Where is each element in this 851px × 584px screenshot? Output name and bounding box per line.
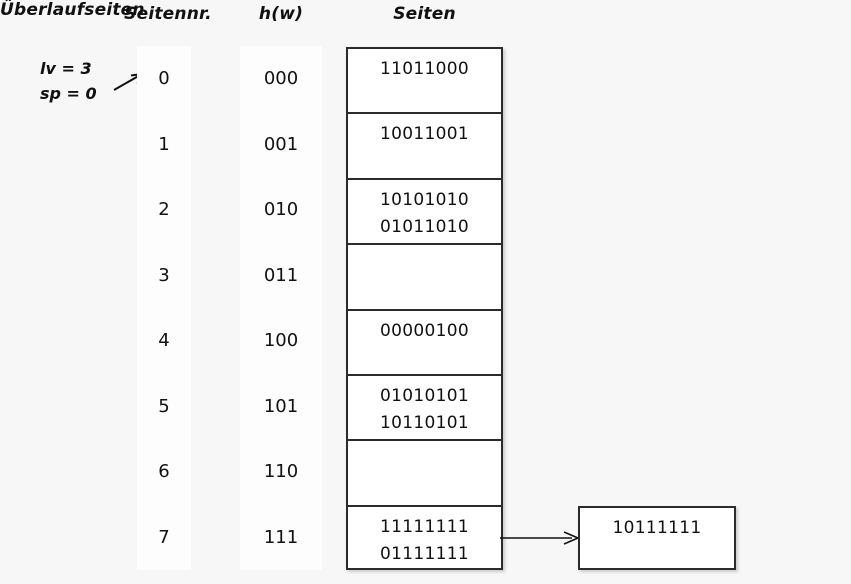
page-record: 10110101: [380, 412, 469, 433]
page-bucket: 10101010 01011010: [348, 180, 501, 246]
seitennr-column: 0 1 2 3 4 5 6 7: [137, 46, 191, 570]
column-header-hw: h(w): [258, 4, 304, 24]
hw-cell: 100: [263, 330, 299, 352]
hw-cell: 101: [263, 395, 299, 417]
hw-cell: 111: [263, 526, 299, 548]
page-record: 11111111: [380, 516, 469, 537]
column-header-ueberlaufseiten: Überlaufseiten: [0, 0, 145, 20]
hw-cell: 001: [263, 133, 299, 155]
page-record: 11011000: [380, 59, 469, 79]
seitennr-cell: 3: [158, 264, 170, 286]
page-bucket: 11111111 01111111: [348, 507, 501, 572]
page-record: 10101010: [380, 189, 469, 210]
page-bucket: 11011000: [348, 49, 501, 115]
page-record: 10011001: [380, 124, 469, 145]
page-bucket: [348, 441, 501, 507]
hw-cell: 110: [263, 461, 299, 483]
seitennr-cell: 1: [158, 133, 170, 155]
column-header-seiten: Seiten: [393, 4, 456, 24]
overflow-record: 10111111: [612, 518, 702, 538]
page-bucket: [348, 245, 501, 311]
page-record: 01011010: [380, 216, 469, 237]
arrow-right-icon: [500, 531, 579, 545]
page-record: 00000100: [380, 320, 469, 341]
page-bucket: 00000100: [348, 311, 501, 376]
overflow-page: 10111111: [578, 506, 736, 570]
seiten-column: 11011000 10011001 10101010 01011010 00000…: [346, 47, 503, 570]
split-pointer-value: sp = 0: [40, 84, 97, 103]
page-bucket: 10011001: [348, 114, 501, 180]
seitennr-cell: 0: [158, 68, 170, 90]
hw-column: 000 001 010 011 100 101 110 111: [240, 46, 322, 570]
hw-cell: 000: [263, 68, 299, 90]
seitennr-cell: 4: [158, 330, 170, 352]
hw-cell: 011: [263, 264, 299, 286]
level-split-annotation: lv = 3 sp = 0: [40, 56, 97, 106]
seitennr-cell: 5: [158, 395, 170, 417]
page-record: 01111111: [380, 543, 469, 564]
seitennr-cell: 2: [158, 199, 170, 221]
level-value: lv = 3: [40, 59, 92, 78]
seitennr-cell: 7: [158, 526, 170, 548]
page-record: 01010101: [380, 385, 469, 406]
column-header-seitennr: Seitennr.: [124, 4, 212, 24]
page-bucket: 01010101 10110101: [348, 376, 501, 442]
hw-cell: 010: [263, 199, 299, 221]
seitennr-cell: 6: [158, 461, 170, 483]
